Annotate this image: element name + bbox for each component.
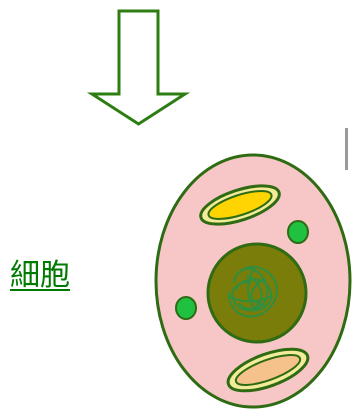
right-edge-divider xyxy=(345,128,348,170)
small-organelle-right xyxy=(288,221,308,243)
nucleus xyxy=(208,244,306,342)
cell-label: 細胞 xyxy=(10,258,70,294)
down-arrow-icon xyxy=(92,11,185,124)
small-organelle-left xyxy=(176,297,196,319)
